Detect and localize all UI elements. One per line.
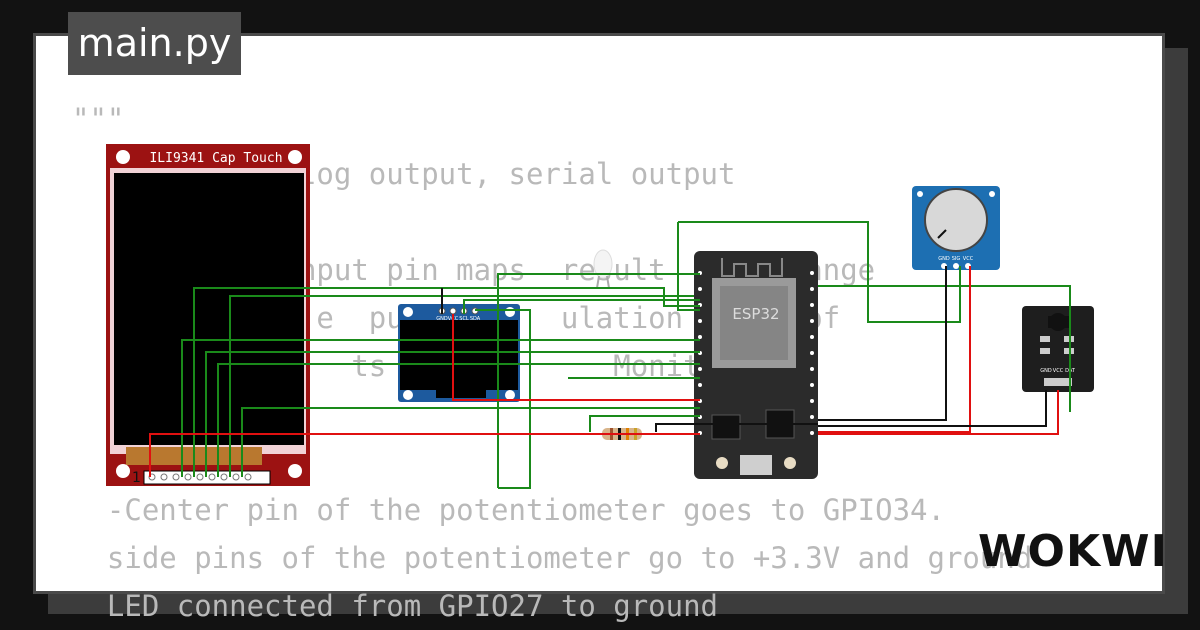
wire bbox=[818, 266, 947, 421]
wire bbox=[193, 287, 700, 477]
oled-pin-label: SDA bbox=[470, 316, 481, 322]
display-pin1-label: 1 bbox=[132, 470, 141, 486]
wire bbox=[818, 390, 1059, 435]
wire bbox=[463, 299, 700, 314]
display-label: ILI9341 Cap Touch bbox=[149, 151, 282, 166]
sensor-pin-label: GND bbox=[1040, 368, 1052, 374]
led[interactable] bbox=[593, 249, 613, 289]
sensor-pin-label: VCC bbox=[1053, 368, 1064, 374]
wire bbox=[677, 222, 700, 311]
code-line: LED connected from GPIO27 to ground bbox=[72, 589, 719, 623]
wire bbox=[181, 339, 700, 477]
wire bbox=[229, 295, 694, 477]
wire bbox=[497, 273, 700, 488]
wokwi-logo: WOKWI bbox=[978, 526, 1168, 577]
wire bbox=[149, 433, 700, 477]
pot-pin-label: GND bbox=[938, 256, 950, 262]
esp32-board[interactable] bbox=[694, 251, 818, 479]
wire bbox=[452, 314, 700, 401]
oled-pin-label: SCL bbox=[459, 316, 469, 322]
wire bbox=[818, 285, 1071, 412]
wires bbox=[149, 221, 1071, 489]
ili9341-display[interactable] bbox=[106, 144, 310, 486]
wire bbox=[655, 423, 818, 432]
wire bbox=[818, 390, 1047, 427]
file-tab[interactable]: main.py bbox=[68, 12, 241, 75]
wire bbox=[818, 266, 971, 433]
code-line: -Center pin of the potentiometer goes to… bbox=[72, 493, 945, 527]
temperature-sensor[interactable] bbox=[1022, 306, 1094, 392]
wire bbox=[678, 221, 961, 323]
wire bbox=[217, 363, 700, 477]
esp32-label: ESP32 bbox=[732, 305, 779, 323]
wire bbox=[589, 415, 700, 432]
potentiometer[interactable] bbox=[912, 186, 1000, 270]
pot-pin-label: SIG bbox=[952, 256, 961, 262]
code-line: """ bbox=[72, 102, 125, 136]
oled-pin-label: GND bbox=[436, 316, 448, 322]
wire bbox=[205, 351, 700, 477]
wire bbox=[241, 407, 700, 477]
code-line: side pins of the potentiometer go to +3.… bbox=[72, 541, 1033, 575]
pot-pin-label: VCC bbox=[963, 256, 974, 262]
